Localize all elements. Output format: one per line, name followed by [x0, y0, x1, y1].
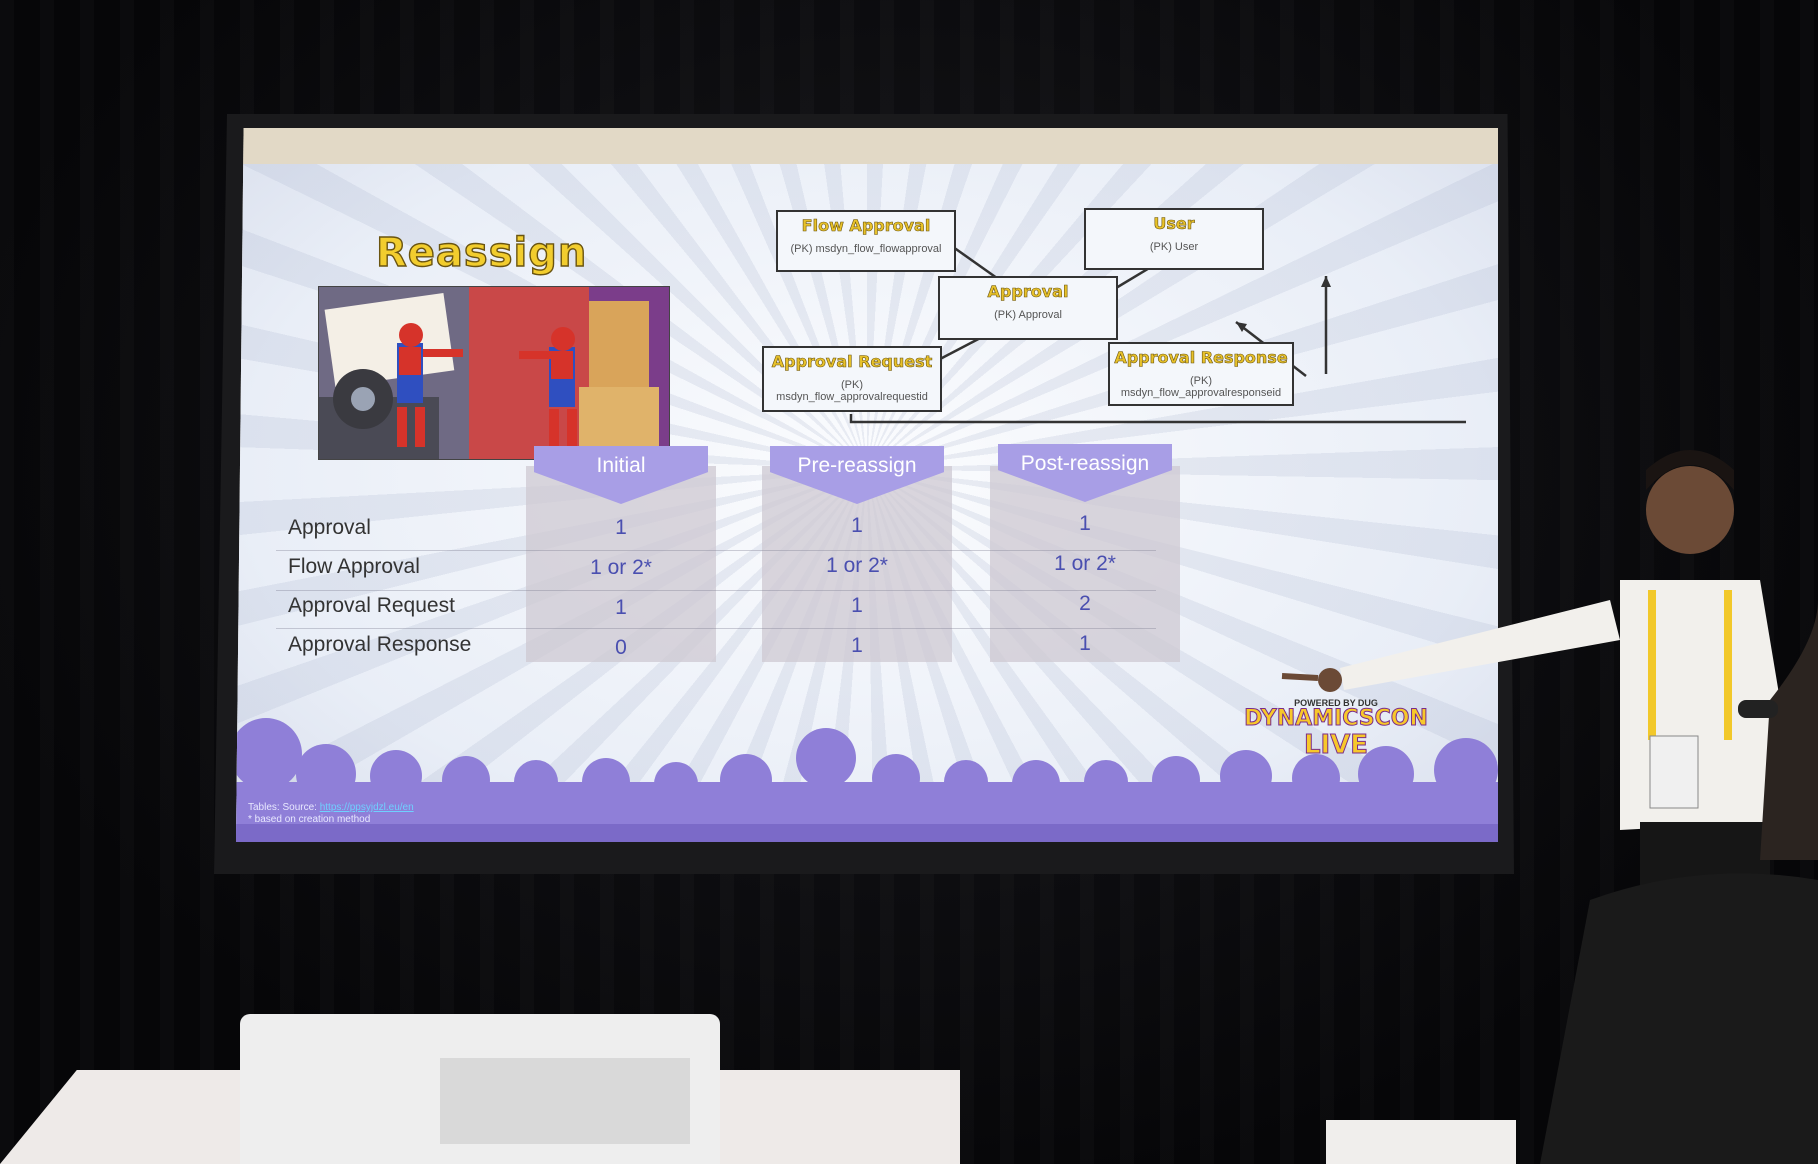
table-cell: 1	[851, 634, 863, 657]
entity-key: (PK) msdyn_flow_flowapproval	[790, 243, 942, 255]
entity-name: Approval Response	[1114, 348, 1288, 368]
table-cell: 1	[615, 516, 627, 539]
logo-line-1: DYNAMICSCON	[1244, 706, 1429, 731]
row-label-approval-response: Approval Response	[288, 633, 472, 656]
entity-approval-request: Approval Request (PK) msdyn_flow_approva…	[762, 346, 942, 412]
footer-note: * based on creation method	[248, 814, 371, 825]
screen-top-band	[236, 128, 1498, 164]
table-cell: 2	[1079, 592, 1091, 615]
entity-flow-approval: Flow Approval (PK) msdyn_flow_flowapprov…	[776, 210, 956, 272]
entity-user: User (PK) User	[1084, 208, 1264, 270]
entity-key: (PK) msdyn_flow_approvalrequestid	[776, 379, 928, 403]
entity-name: Approval	[987, 282, 1069, 302]
entity-key: (PK) msdyn_flow_approvalresponseid	[1120, 375, 1282, 399]
row-label-approval: Approval	[288, 516, 371, 539]
entity-key: (PK) Approval	[994, 309, 1062, 321]
table-cell: 1	[1079, 512, 1091, 535]
row-label-approval-request: Approval Request	[288, 594, 455, 617]
table-cell: 1	[851, 514, 863, 537]
projector-port-panel	[440, 1058, 690, 1144]
footer-source-prefix: Tables: Source:	[248, 802, 317, 813]
side-table	[1326, 1120, 1516, 1164]
slide-footer: Tables: Source: https://ppsyjdzl.eu/en *…	[248, 802, 414, 826]
row-divider	[276, 590, 1156, 591]
table-cell: 1	[1079, 632, 1091, 655]
entity-approval-response: Approval Response (PK) msdyn_flow_approv…	[1108, 342, 1294, 406]
row-divider	[276, 550, 1156, 551]
row-divider	[276, 628, 1156, 629]
entity-name: User	[1153, 214, 1195, 234]
entity-name: Approval Request	[771, 352, 933, 372]
presentation-slide: Reassign	[236, 164, 1498, 842]
logo-line-2: LIVE	[1303, 730, 1369, 761]
table-cell: 1 or 2*	[1054, 552, 1116, 575]
table-cell: 0	[615, 636, 627, 659]
table-cell: 1	[851, 594, 863, 617]
entity-approval: Approval (PK) Approval	[938, 276, 1118, 340]
table-cell: 1	[615, 596, 627, 619]
projector-device	[240, 1014, 720, 1164]
dynamicscon-live-logo: POWERED BY DUG DYNAMICSCON LIVE	[1236, 664, 1436, 784]
entity-key: (PK) User	[1149, 241, 1199, 253]
table-cell: 1 or 2*	[590, 556, 652, 579]
spiderman-pointing-meme-image	[318, 286, 670, 460]
logo-powered-by: POWERED BY DUG	[1294, 698, 1378, 708]
projector-screen: Reassign	[236, 128, 1498, 842]
row-label-flow-approval: Flow Approval	[288, 555, 420, 578]
table-cell: 1 or 2*	[826, 554, 888, 577]
purple-cloud-border	[236, 684, 1498, 842]
entity-name: Flow Approval	[801, 216, 931, 236]
entity-relationship-diagram: Flow Approval (PK) msdyn_flow_flowapprov…	[762, 204, 1466, 464]
footer-source-link[interactable]: https://ppsyjdzl.eu/en	[319, 802, 414, 813]
slide-title: Reassign	[375, 229, 588, 276]
